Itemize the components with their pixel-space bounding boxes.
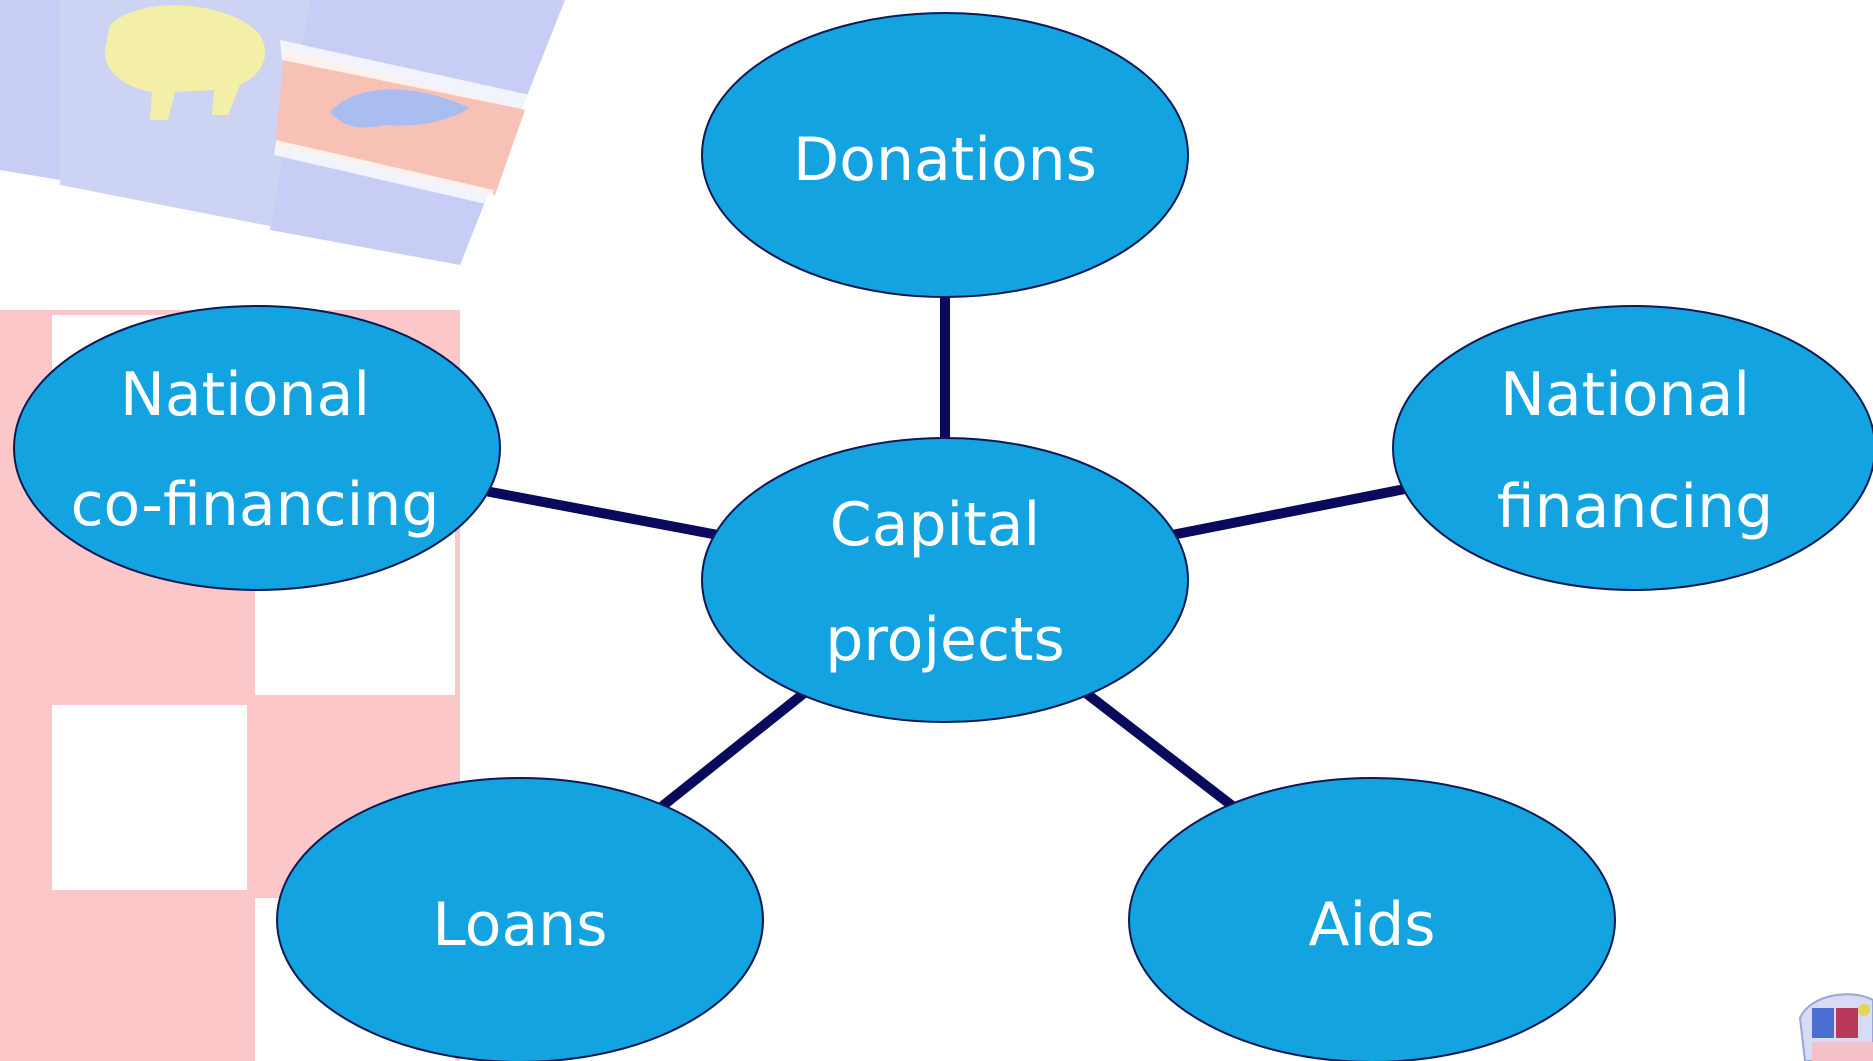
coat-of-arms-watermark: [0, 0, 565, 265]
node-national-financing-label-line-2: financing: [1497, 472, 1773, 542]
node-capital-projects-shape: [701, 437, 1189, 723]
node-aids-shape: [1128, 777, 1616, 1061]
node-national-financing-label-line-1: National: [1500, 360, 1750, 430]
watermark-white-stripe-top: [280, 40, 530, 110]
connector-loans: [656, 686, 812, 812]
connectors: [479, 297, 1411, 812]
node-donations: Donations: [701, 12, 1189, 298]
node-donations-shape: [701, 12, 1189, 298]
watermark-banner-left: [0, 0, 60, 180]
crest-gold-dot: [1858, 1004, 1870, 1016]
ox-icon: [105, 5, 266, 120]
crest-blue-panel: [1812, 1008, 1834, 1038]
crest-red-panel: [1836, 1008, 1858, 1038]
crest-base: [1812, 1042, 1873, 1061]
connector-national-cofinancing: [479, 485, 719, 540]
node-loans-label-line-1: Loans: [432, 890, 607, 960]
node-capital-projects-label-line-2: projects: [825, 605, 1065, 675]
connector-national-financing: [1171, 483, 1411, 540]
checker-white-3: [52, 705, 247, 890]
marten-icon: [330, 89, 470, 128]
node-national-financing: National financing: [1392, 305, 1873, 591]
node-donations-label-line-1: Donations: [793, 125, 1097, 195]
node-loans-shape: [276, 777, 764, 1061]
watermark-white-stripe-bottom: [274, 140, 494, 205]
county-crest-logo: [1798, 993, 1873, 1061]
node-capital-projects: Capital projects: [701, 437, 1189, 723]
node-aids-label-line-1: Aids: [1308, 890, 1435, 960]
node-loans: Loans: [276, 777, 764, 1061]
node-national-financing-shape: [1392, 305, 1873, 591]
connector-aids: [1078, 686, 1239, 812]
node-national-cofinancing: National co-financing: [13, 305, 501, 591]
node-aids: Aids: [1128, 777, 1616, 1061]
node-national-cofinancing-label-line-2: co-financing: [71, 470, 440, 540]
node-national-cofinancing-label-line-1: National: [120, 360, 370, 430]
node-national-cofinancing-shape: [13, 305, 501, 591]
node-capital-projects-label-line-1: Capital: [830, 490, 1040, 560]
